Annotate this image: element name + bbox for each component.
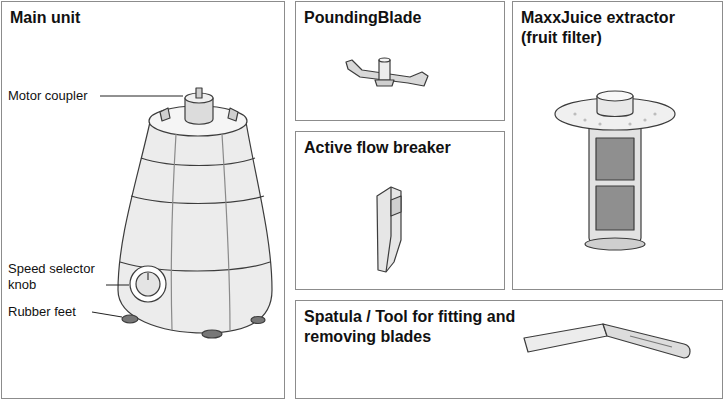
- leader-line: [106, 285, 129, 286]
- flow-breaker: [377, 187, 401, 272]
- part-panel: PoundingBlade: [295, 1, 505, 121]
- panel-title: Active flow breaker: [296, 132, 502, 158]
- filter-hole: [573, 112, 576, 115]
- rubber-foot: [202, 330, 222, 338]
- base-ridge: [222, 134, 230, 330]
- coupler-prong: [160, 108, 170, 121]
- filter-hole: [653, 112, 656, 115]
- speed-knob-notch: [147, 273, 148, 280]
- base-ridge: [171, 134, 176, 330]
- part-label: Rubber feet: [8, 304, 76, 320]
- blade-hub: [379, 60, 390, 80]
- part-panel: Main unit: [1, 1, 285, 399]
- leader-line: [92, 312, 122, 317]
- speed-knob-inner: [136, 272, 160, 296]
- part-panel: Spatula / Tool for fitting and removing …: [295, 300, 723, 399]
- rubber-foot: [122, 315, 138, 323]
- speed-knob: [130, 266, 166, 302]
- coupler-prong: [196, 88, 202, 98]
- part-panel: Active flow breaker: [295, 131, 505, 290]
- part-panel: MaxxJuice extractor (fruit filter): [512, 1, 723, 290]
- filter-hole: [583, 118, 586, 121]
- panel-title: Main unit: [2, 2, 278, 28]
- rubber-foot: [251, 317, 265, 324]
- base-body: [118, 122, 272, 333]
- flow-breaker-edge: [386, 187, 391, 272]
- panel-title: PoundingBlade: [296, 2, 502, 28]
- filter-hole: [628, 122, 631, 125]
- spatula-handle: [603, 324, 690, 358]
- spatula-groove: [630, 336, 672, 347]
- flow-breaker-clip: [391, 196, 401, 216]
- filter-collar-top: [597, 91, 633, 101]
- blade-hub-top: [379, 58, 390, 62]
- panel-title: MaxxJuice extractor (fruit filter): [513, 2, 709, 48]
- leader-line: [100, 96, 183, 97]
- part-label: Speed selector knob: [8, 261, 103, 293]
- panel-title: Spatula / Tool for fitting and removing …: [296, 301, 527, 347]
- filter-hole: [643, 118, 646, 121]
- base-band: [141, 158, 255, 166]
- filter-mesh: [596, 138, 634, 180]
- filter-hole: [598, 122, 601, 125]
- part-label: Motor coupler: [8, 88, 87, 104]
- blade-arm: [346, 60, 428, 86]
- spatula-blade: [524, 324, 607, 352]
- blade-hub-base: [375, 80, 394, 86]
- filter-mesh: [596, 186, 634, 230]
- base-band: [131, 196, 264, 204]
- coupler-prong: [228, 108, 238, 121]
- filter-rim: [585, 238, 645, 250]
- filter-body: [589, 124, 641, 247]
